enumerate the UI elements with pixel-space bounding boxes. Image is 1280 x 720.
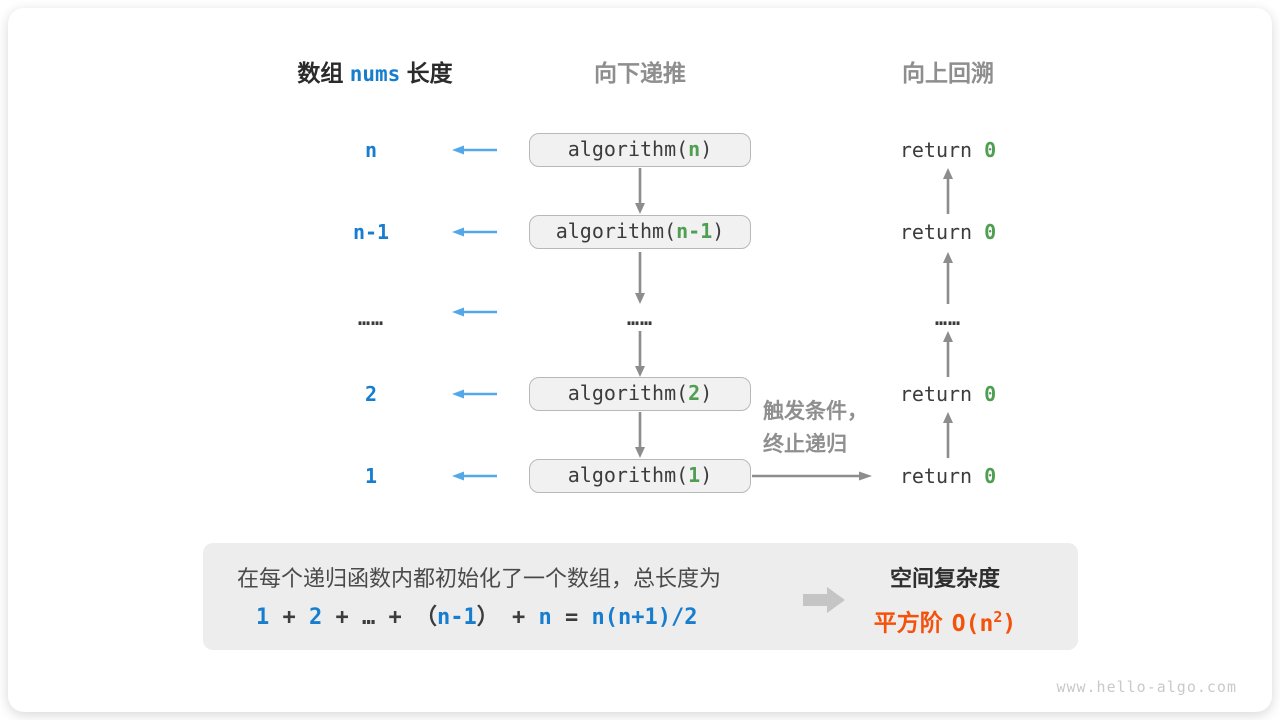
up-arrow-icon: [941, 412, 955, 458]
call-close: ): [712, 219, 725, 243]
return-label: return 0: [878, 218, 1018, 246]
call-arg: 1: [688, 463, 701, 487]
call-box-n: algorithm(n): [529, 133, 751, 167]
length-label-n-1: n-1: [352, 220, 390, 244]
header-recurse-down: 向下递推: [594, 60, 686, 86]
up-arrow-icon: [941, 168, 955, 214]
call-close: ): [700, 137, 713, 161]
return-label: return 0: [878, 462, 1018, 490]
formula-term: n: [538, 605, 552, 630]
call-box-n-1: algorithm(n-1): [529, 215, 751, 249]
down-arrow-icon: [633, 412, 647, 458]
formula-op: +: [375, 605, 415, 630]
return-keyword: return: [899, 464, 985, 488]
formula-op: +: [322, 605, 362, 630]
length-label-n: n: [364, 138, 378, 162]
return-keyword: return: [899, 382, 985, 406]
summary-panel: [203, 543, 1078, 650]
return-dots: ……: [934, 306, 962, 330]
call-arg: n: [688, 137, 701, 161]
result-complexity: 平方阶 O(n2): [845, 602, 1045, 637]
call-open: algorithm(: [567, 137, 689, 161]
call-close: ): [700, 463, 713, 487]
call-box-2: algorithm(2): [529, 377, 751, 411]
left-arrow-icon: [452, 306, 498, 318]
summary-text: 在每个递归函数内都初始化了一个数组，总长度为: [237, 566, 722, 591]
formula-result: n(n+1)/2: [591, 605, 698, 630]
call-box-1: algorithm(1): [529, 459, 751, 493]
down-arrow-icon: [633, 252, 647, 304]
formula-term: 1: [256, 605, 270, 630]
length-label-2: 2: [364, 382, 378, 406]
left-arrow-icon: [452, 388, 498, 400]
call-dots: ……: [626, 306, 654, 330]
header-array-prefix: 数组: [297, 60, 350, 86]
formula-ellipsis: …: [362, 605, 376, 630]
return-keyword: return: [899, 138, 985, 162]
return-value: 0: [984, 138, 997, 162]
call-arg: 2: [688, 381, 701, 405]
right-arrow-icon: [752, 470, 872, 482]
left-arrow-icon: [452, 470, 498, 482]
formula-term: n-1: [437, 605, 477, 630]
call-close: ): [700, 381, 713, 405]
return-value: 0: [984, 382, 997, 406]
return-value: 0: [984, 220, 997, 244]
result-title: 空间复杂度: [889, 566, 1000, 591]
trigger-note-line2: 终止递归: [763, 433, 847, 456]
call-open: algorithm(: [567, 381, 689, 405]
block-arrow-icon: [803, 584, 845, 616]
header-array-length: 数组 nums 长度: [255, 59, 495, 87]
formula-op: +: [498, 605, 539, 630]
formula-op: +: [269, 605, 309, 630]
call-open: algorithm(: [567, 463, 689, 487]
summary-formula: 1 + 2 + … + （n-1） + n = n(n+1)/2: [256, 604, 698, 632]
left-arrow-icon: [452, 144, 498, 156]
length-label-1: 1: [364, 464, 378, 488]
return-label: return 0: [878, 136, 1018, 164]
header-array-code: nums: [349, 62, 401, 86]
result-code-open: O(n: [951, 610, 994, 637]
call-open: algorithm(: [555, 219, 677, 243]
length-label-dots: ……: [357, 306, 385, 330]
trigger-note-line1: 触发条件，: [763, 400, 868, 423]
formula-op: =: [551, 605, 592, 630]
left-arrow-icon: [452, 226, 498, 238]
formula-paren: ）: [476, 605, 499, 630]
result-exponent: 2: [993, 608, 1003, 626]
watermark: www.hello-algo.com: [1056, 678, 1237, 696]
header-backtrack-up: 向上回溯: [902, 60, 994, 86]
down-arrow-icon: [633, 168, 647, 214]
up-arrow-icon: [941, 252, 955, 304]
formula-paren: （: [415, 605, 438, 630]
return-keyword: return: [899, 220, 985, 244]
header-array-suffix: 长度: [400, 60, 453, 86]
up-arrow-icon: [941, 331, 955, 377]
formula-term: 2: [309, 605, 323, 630]
result-label: 平方阶: [873, 609, 943, 636]
call-arg: n-1: [676, 219, 713, 243]
down-arrow-icon: [633, 331, 647, 377]
return-value: 0: [984, 464, 997, 488]
result-code-close: ): [1002, 610, 1017, 637]
return-label: return 0: [878, 380, 1018, 408]
